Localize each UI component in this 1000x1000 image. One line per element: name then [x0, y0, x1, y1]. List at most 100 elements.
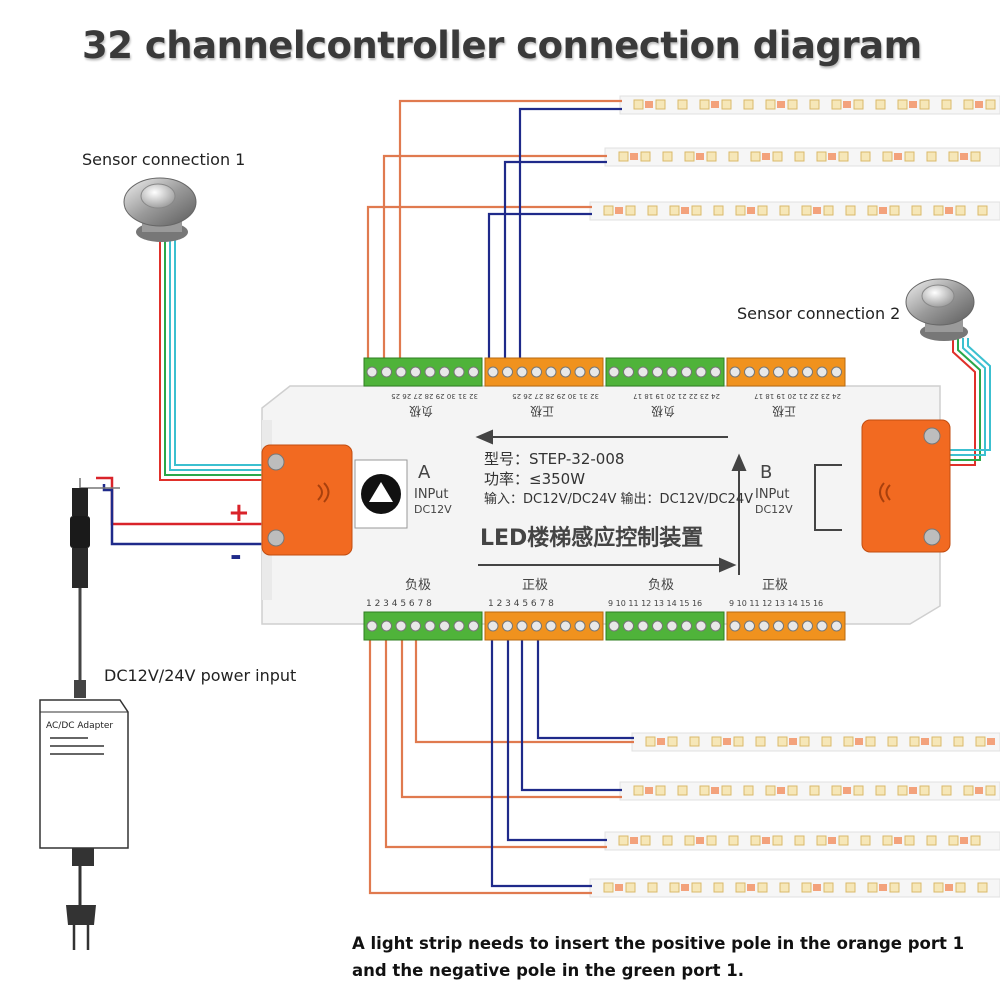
led-chip — [941, 99, 952, 110]
led-chip — [816, 151, 827, 162]
led-chip — [911, 205, 922, 216]
solder-pad — [843, 101, 851, 108]
solder-pad — [681, 884, 689, 891]
led-chip — [765, 785, 776, 796]
terminal-screw — [773, 366, 784, 378]
led-chip — [779, 882, 790, 893]
led-chips — [603, 99, 996, 893]
port-group-label: 正极 — [530, 404, 554, 418]
ac-dc-adapter — [39, 699, 129, 950]
terminal-screw — [681, 366, 692, 378]
dc-plug — [70, 488, 90, 698]
led-chip — [728, 835, 739, 846]
led-chip — [823, 205, 834, 216]
led-chip — [801, 882, 812, 893]
led-chip — [809, 99, 820, 110]
led-chip — [735, 205, 746, 216]
motion-sensor-1 — [123, 177, 197, 242]
solder-pad — [789, 738, 797, 745]
terminal-screws — [366, 366, 842, 632]
positive-wire — [414, 640, 634, 744]
positive-wire — [398, 99, 622, 370]
negative-wire — [503, 160, 607, 370]
led-chip — [684, 835, 695, 846]
led-chip — [931, 736, 942, 747]
sensor-1-cable — [159, 238, 262, 481]
led-chip — [787, 785, 798, 796]
led-chip — [662, 151, 673, 162]
solder-pad — [615, 207, 623, 214]
led-chip — [794, 835, 805, 846]
solder-pad — [645, 101, 653, 108]
led-chip — [911, 882, 922, 893]
solder-pad — [681, 207, 689, 214]
led-chip — [963, 99, 974, 110]
led-chip — [603, 882, 614, 893]
terminal-screw — [758, 366, 770, 378]
led-chip — [843, 736, 854, 747]
led-chip — [831, 99, 842, 110]
solder-pad — [879, 884, 887, 891]
led-chip — [677, 99, 688, 110]
led-chip — [655, 785, 666, 796]
power-input-label: DC12V/24V power input — [104, 666, 297, 685]
led-chip — [919, 99, 930, 110]
led-chip — [755, 736, 766, 747]
terminal-screw — [816, 366, 828, 378]
solder-pad — [894, 153, 902, 160]
terminal-screw — [623, 620, 634, 632]
terminal-screw — [816, 620, 828, 632]
led-chip — [941, 785, 952, 796]
terminal-screw — [453, 366, 465, 378]
led-chip — [721, 99, 732, 110]
solder-pad — [975, 101, 983, 108]
terminal-screw — [695, 366, 707, 378]
led-chip — [772, 835, 783, 846]
model-text: 型号：STEP-32-008 — [484, 450, 624, 468]
terminal-screw — [439, 366, 450, 378]
solder-pad — [894, 837, 902, 844]
led-chip — [838, 835, 849, 846]
led-chip — [669, 882, 680, 893]
solder-pad — [762, 153, 770, 160]
led-chip — [691, 882, 702, 893]
solder-pad — [828, 837, 836, 844]
terminal-screw — [608, 620, 620, 632]
terminal-screw — [516, 366, 528, 378]
led-chip — [919, 785, 930, 796]
negative-wire — [518, 107, 622, 370]
solder-pad — [777, 787, 785, 794]
led-chip — [625, 205, 636, 216]
input-b-voltage: DC12V — [755, 503, 793, 516]
solder-pad — [747, 884, 755, 891]
instruction-line-1: A light strip needs to insert the positi… — [352, 934, 965, 953]
led-chip — [618, 835, 629, 846]
terminal-screw — [487, 366, 499, 378]
terminal-screw — [729, 620, 741, 632]
terminal-screw — [531, 366, 542, 378]
product-name-text: LED楼梯感应控制装置 — [480, 525, 703, 551]
solder-pad — [630, 153, 638, 160]
positive-wire — [366, 205, 592, 370]
led-chip — [977, 882, 988, 893]
led-chip — [860, 835, 871, 846]
led-chip — [801, 205, 812, 216]
led-chip — [887, 736, 898, 747]
terminal-screw — [744, 366, 755, 378]
led-chip — [799, 736, 810, 747]
led-chip — [809, 785, 820, 796]
terminal-screw — [468, 620, 479, 632]
led-chip — [655, 99, 666, 110]
terminal-screw — [424, 620, 436, 632]
terminal-screw — [395, 620, 407, 632]
led-chip — [926, 151, 937, 162]
led-chip — [882, 835, 893, 846]
solder-pad — [762, 837, 770, 844]
mode-button[interactable] — [354, 459, 408, 529]
led-chip — [757, 882, 768, 893]
positive-wire — [382, 154, 607, 370]
terminal-screw — [831, 620, 842, 632]
instruction-note: A light strip needs to insert the positi… — [352, 930, 964, 984]
led-chip — [684, 151, 695, 162]
led-chip — [677, 785, 688, 796]
